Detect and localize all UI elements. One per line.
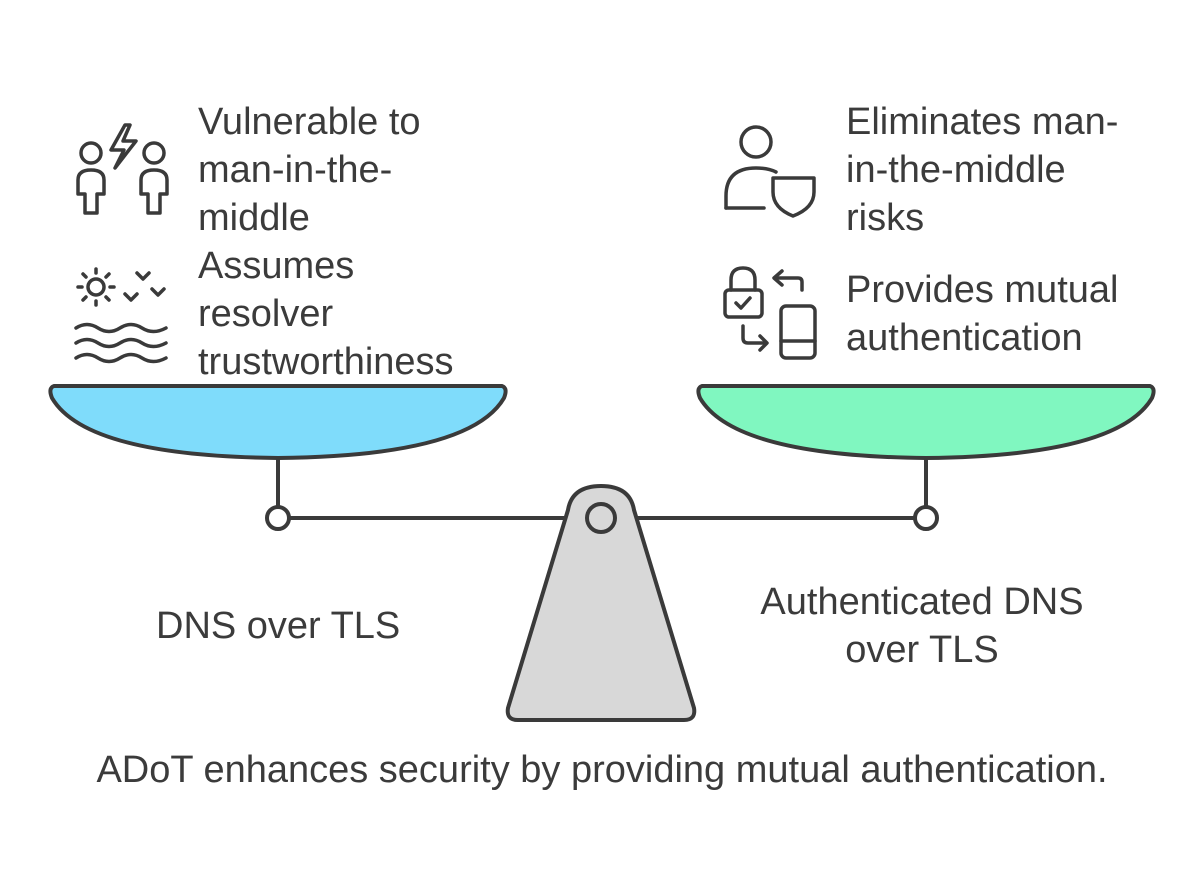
text-line: in-the-middle <box>846 149 1066 191</box>
text-line: DNS over TLS <box>156 605 401 647</box>
left-item-1-text: Vulnerable to man-in-the- middle <box>198 98 421 242</box>
right-pan-label: Authenticated DNS over TLS <box>752 578 1092 674</box>
people-lightning-icon <box>76 123 169 215</box>
text-line: man-in-the- <box>198 149 393 191</box>
right-item-1-text: Eliminates man- in-the-middle risks <box>846 98 1118 242</box>
text-line: Vulnerable to <box>198 101 421 143</box>
user-shield-icon <box>724 125 816 218</box>
right-item-2-text: Provides mutual authentication <box>846 266 1118 362</box>
left-item-2-text: Assumes resolver trustworthiness <box>198 242 454 386</box>
right-joint <box>913 505 939 531</box>
text-line: Assumes <box>198 245 355 287</box>
text-line: Eliminates man- <box>846 101 1119 143</box>
text-line: middle <box>198 197 310 239</box>
left-pan-label: DNS over TLS <box>156 602 400 650</box>
text-line: authentication <box>846 317 1083 359</box>
lock-phone-icon <box>723 266 817 360</box>
text-line: Provides mutual <box>846 269 1119 311</box>
text-line: Authenticated DNS <box>760 581 1084 623</box>
text-line: risks <box>846 197 925 239</box>
pivot <box>585 502 617 534</box>
left-pan <box>48 384 508 460</box>
text-line: over TLS <box>845 629 999 671</box>
fulcrum <box>505 484 697 722</box>
text-line: resolver <box>198 293 334 335</box>
left-joint <box>265 505 291 531</box>
right-pan <box>696 384 1156 460</box>
sun-water-icon <box>74 267 168 364</box>
text-line: trustworthiness <box>198 341 454 383</box>
diagram-caption: ADoT enhances security by providing mutu… <box>96 749 1108 791</box>
